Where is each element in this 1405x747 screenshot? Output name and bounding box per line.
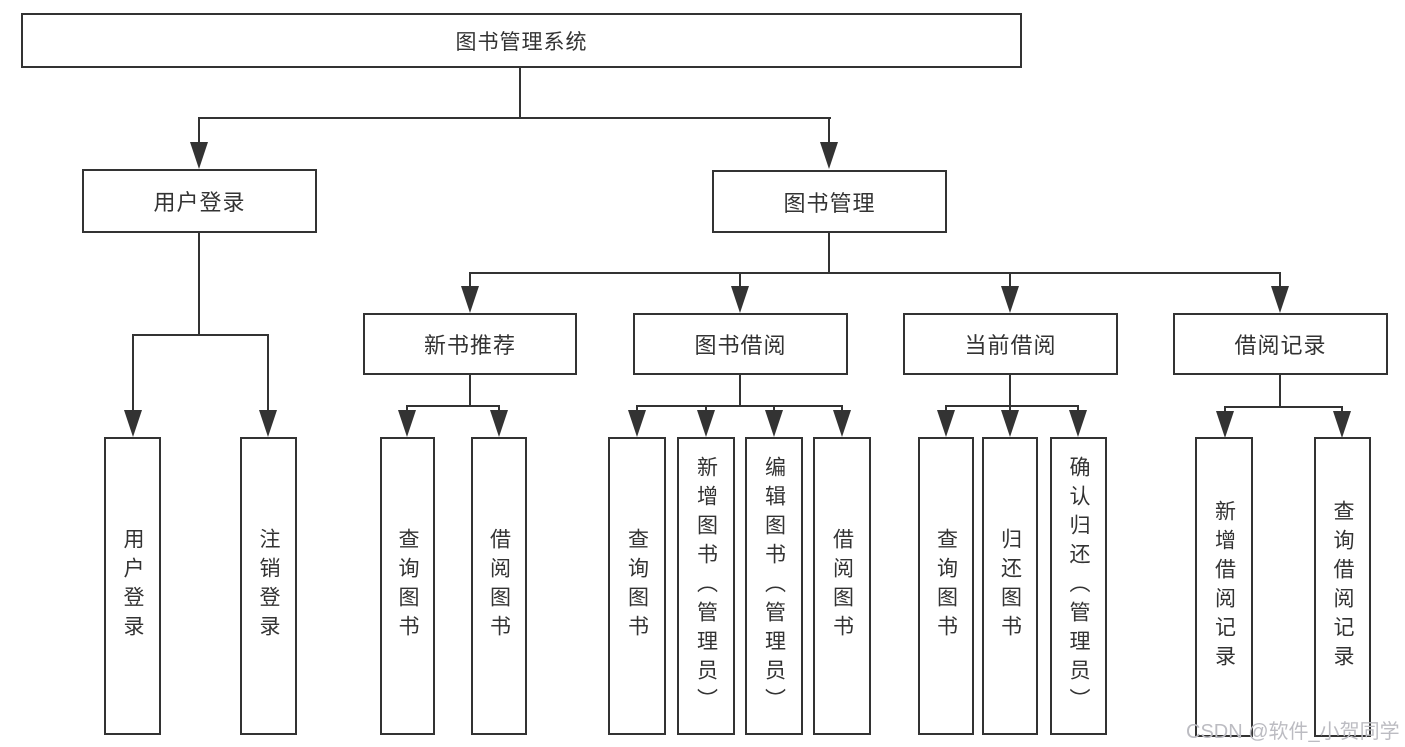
leaf-borrow-edit: 编辑图书（管理员） — [745, 437, 803, 735]
node-borrow-records-label: 借阅记录 — [1234, 333, 1327, 358]
node-root: 图书管理系统 — [21, 13, 1022, 68]
connector-line — [636, 405, 843, 407]
connector-line — [1224, 406, 1226, 414]
connector-line — [198, 117, 831, 119]
arrow-down-icon — [398, 410, 416, 437]
connector-line — [945, 405, 947, 413]
leaf-borrow-borrow-label: 借阅图书 — [830, 528, 854, 644]
node-book-borrow: 图书借阅 — [633, 313, 848, 375]
leaf-current-query: 查询图书 — [918, 437, 974, 735]
leaf-newbook-borrow: 借阅图书 — [471, 437, 527, 735]
node-user-login-label: 用户登录 — [153, 190, 246, 215]
connector-line — [406, 405, 500, 407]
connector-line — [198, 117, 200, 143]
node-current-borrow: 当前借阅 — [903, 313, 1118, 375]
leaf-borrow-add: 新增图书（管理员） — [677, 437, 735, 735]
connector-line — [132, 334, 134, 414]
arrow-down-icon — [628, 410, 646, 437]
csdn-watermark: CSDN @软件_小贺同学 — [1186, 721, 1400, 743]
leaf-borrow-edit-label: 编辑图书（管理员） — [762, 455, 786, 717]
arrow-down-icon — [190, 142, 208, 169]
leaf-borrow-add-label: 新增图书（管理员） — [694, 455, 718, 717]
connector-line — [828, 117, 830, 143]
arrow-down-icon — [490, 410, 508, 437]
arrow-down-icon — [937, 410, 955, 437]
leaf-records-add-label: 新增借阅记录 — [1212, 500, 1236, 674]
connector-line — [636, 405, 638, 413]
connector-line — [841, 405, 843, 413]
connector-line — [1279, 375, 1281, 407]
connector-line — [945, 405, 1079, 407]
node-new-book-recommend: 新书推荐 — [363, 313, 577, 375]
leaf-user-login: 用户登录 — [104, 437, 161, 735]
leaf-records-query-label: 查询借阅记录 — [1331, 500, 1354, 674]
connector-line — [705, 405, 707, 413]
connector-line — [469, 272, 1281, 274]
node-borrow-records: 借阅记录 — [1173, 313, 1388, 375]
connector-line — [469, 375, 471, 406]
leaf-logout-label: 注销登录 — [257, 528, 280, 644]
leaf-newbook-borrow-label: 借阅图书 — [487, 528, 511, 644]
leaf-borrow-query-label: 查询图书 — [625, 528, 649, 644]
arrow-down-icon — [1001, 410, 1019, 437]
connector-line — [1224, 406, 1343, 408]
connector-line — [198, 233, 200, 336]
leaf-current-query-label: 查询图书 — [934, 528, 958, 644]
connector-line — [828, 233, 830, 274]
connector-line — [1009, 375, 1011, 406]
connector-line — [132, 334, 269, 336]
node-new-book-recommend-label: 新书推荐 — [423, 333, 516, 358]
leaf-borrow-query: 查询图书 — [608, 437, 666, 735]
node-root-label: 图书管理系统 — [455, 30, 588, 54]
arrow-down-icon — [833, 410, 851, 437]
connector-line — [498, 405, 500, 413]
connector-line — [739, 272, 741, 287]
arrow-down-icon — [124, 410, 142, 437]
node-book-management: 图书管理 — [712, 170, 947, 233]
arrow-down-icon — [765, 410, 783, 437]
leaf-logout: 注销登录 — [240, 437, 297, 735]
leaf-current-confirm: 确认归还（管理员） — [1050, 437, 1107, 735]
leaf-records-query: 查询借阅记录 — [1314, 437, 1371, 737]
leaf-current-return: 归还图书 — [982, 437, 1038, 735]
node-book-management-label: 图书管理 — [783, 190, 876, 216]
connector-line — [739, 375, 741, 406]
connector-line — [1341, 406, 1343, 414]
connector-line — [406, 405, 408, 413]
connector-line — [1279, 272, 1281, 287]
node-user-login: 用户登录 — [82, 169, 317, 233]
arrow-down-icon — [697, 410, 715, 437]
leaf-records-add: 新增借阅记录 — [1195, 437, 1253, 737]
arrow-down-icon — [1271, 286, 1289, 313]
connector-line — [1009, 405, 1011, 413]
leaf-user-login-label: 用户登录 — [121, 528, 144, 644]
node-current-borrow-label: 当前借阅 — [964, 333, 1057, 358]
connector-line — [519, 68, 521, 118]
arrow-down-icon — [461, 286, 479, 313]
leaf-newbook-query: 查询图书 — [380, 437, 435, 735]
connector-line — [469, 272, 471, 287]
node-book-borrow-label: 图书借阅 — [694, 333, 787, 358]
arrow-down-icon — [1333, 411, 1351, 438]
connector-line — [1009, 272, 1011, 287]
connector-line — [1077, 405, 1079, 413]
connector-line — [267, 334, 269, 414]
arrow-down-icon — [259, 410, 277, 437]
leaf-newbook-query-label: 查询图书 — [396, 528, 419, 644]
arrow-down-icon — [820, 142, 838, 169]
leaf-current-return-label: 归还图书 — [998, 528, 1022, 644]
arrow-down-icon — [1216, 411, 1234, 438]
arrow-down-icon — [1069, 410, 1087, 437]
connector-line — [773, 405, 775, 413]
leaf-borrow-borrow: 借阅图书 — [813, 437, 871, 735]
leaf-current-confirm-label: 确认归还（管理员） — [1067, 455, 1090, 717]
arrow-down-icon — [731, 286, 749, 313]
arrow-down-icon — [1001, 286, 1019, 313]
